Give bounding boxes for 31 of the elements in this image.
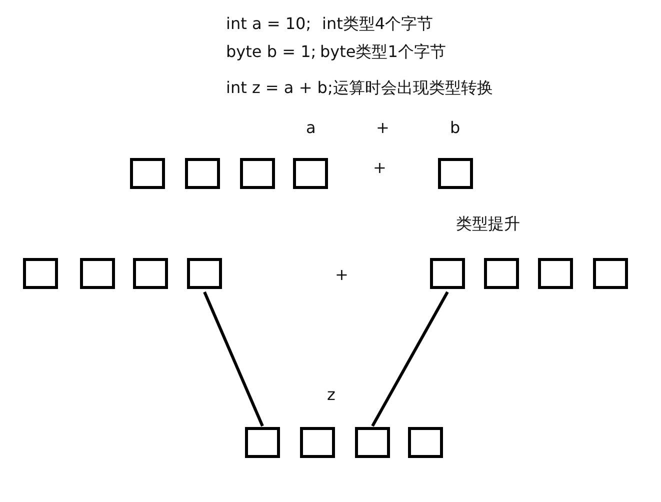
square-box (187, 258, 222, 289)
code-annotation: int类型4个字节 (322, 14, 434, 34)
code-annotation: int z = a + b;运算时会出现类型转换 (226, 78, 493, 98)
code-annotation: int a = 10; (226, 14, 312, 34)
square-box (130, 158, 165, 189)
square-box (23, 258, 58, 289)
square-box (593, 258, 628, 289)
square-box (438, 158, 473, 189)
square-box (538, 258, 573, 289)
square-box (300, 427, 335, 458)
square-box (430, 258, 465, 289)
square-box (240, 158, 275, 189)
text-label: + (373, 158, 386, 178)
connector-line (203, 291, 264, 427)
text-label: a (306, 118, 316, 138)
code-annotation: byte类型1个字节 (320, 42, 446, 62)
text-label: b (450, 118, 460, 138)
square-box (408, 427, 443, 458)
square-box (484, 258, 519, 289)
square-box (293, 158, 328, 189)
text-label: + (335, 265, 348, 285)
square-box (80, 258, 115, 289)
square-box (185, 158, 220, 189)
code-annotation: byte b = 1; (226, 42, 316, 62)
text-label: 类型提升 (456, 214, 520, 234)
square-box (355, 427, 390, 458)
square-box (245, 427, 280, 458)
square-box (133, 258, 168, 289)
connector-line (371, 291, 449, 427)
text-label: z (327, 385, 336, 405)
text-label: + (376, 118, 390, 138)
